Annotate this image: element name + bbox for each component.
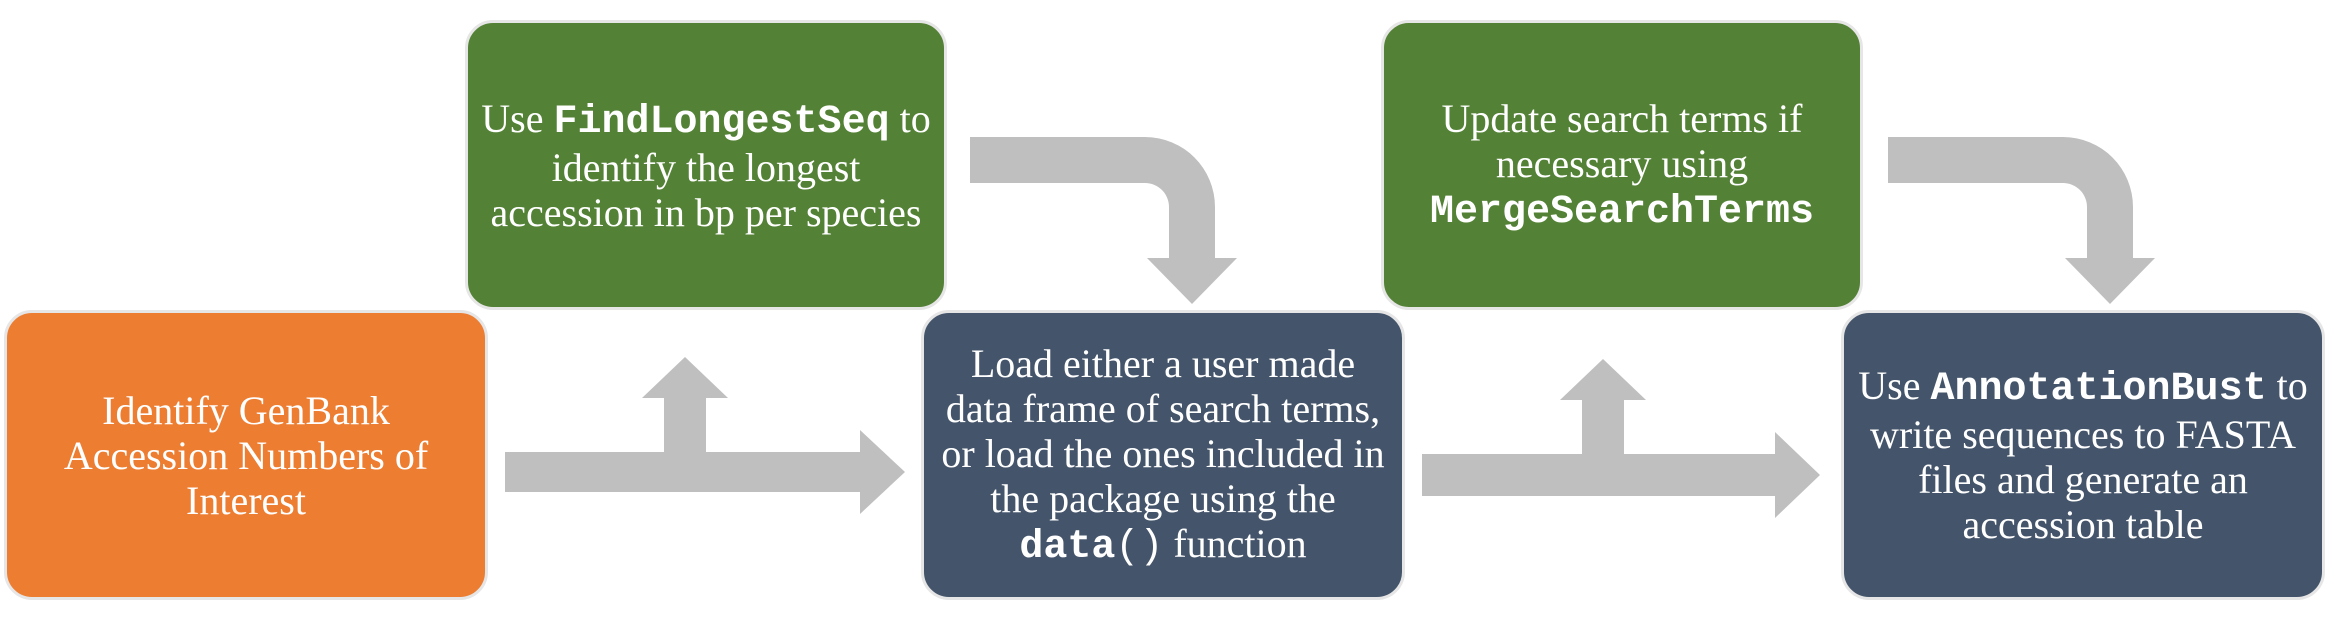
bent-arrow-1 <box>970 137 1237 304</box>
load-search-terms-text: Load either a user made data frame of se… <box>936 341 1390 570</box>
load-search-terms-box: Load either a user made data frame of se… <box>921 310 1405 600</box>
annotation-bust-text: Use AnnotationBust to write sequences to… <box>1856 363 2310 547</box>
load-post: function <box>1163 520 1307 566</box>
load-text: Load either a user made data frame of se… <box>941 340 1385 521</box>
annotation-pre: Use <box>1858 363 1931 408</box>
find-longest-seq-box: Use FindLongestSeq to identify the longe… <box>465 20 947 310</box>
annotation-post: to write sequences to FASTA files and ge… <box>1870 363 2308 547</box>
merge-search-terms-function: MergeSearchTerms <box>1429 189 1815 235</box>
up-arrow-1 <box>642 357 728 452</box>
identify-accessions-box: Identify GenBank Accession Numbers of In… <box>4 310 488 600</box>
find-longest-post: to identify the longest accession in bp … <box>490 95 931 235</box>
find-longest-seq-text: Use FindLongestSeq to identify the longe… <box>480 96 932 235</box>
data-function: data <box>1019 524 1116 570</box>
up-arrow-2 <box>1560 359 1646 454</box>
find-longest-pre: Use <box>481 95 554 141</box>
data-function-parens: () <box>1115 524 1164 570</box>
bent-arrow-2 <box>1888 137 2155 304</box>
identify-accessions-text: Identify GenBank Accession Numbers of In… <box>63 387 429 523</box>
right-arrow-1 <box>505 430 905 514</box>
annotation-bust-box: Use AnnotationBust to write sequences to… <box>1841 310 2325 600</box>
find-longest-seq-function: FindLongestSeq <box>553 99 890 145</box>
annotation-bust-function: AnnotationBust <box>1930 367 2267 412</box>
right-arrow-2 <box>1422 432 1820 518</box>
update-text: Update search terms if necessary using <box>1441 95 1803 186</box>
